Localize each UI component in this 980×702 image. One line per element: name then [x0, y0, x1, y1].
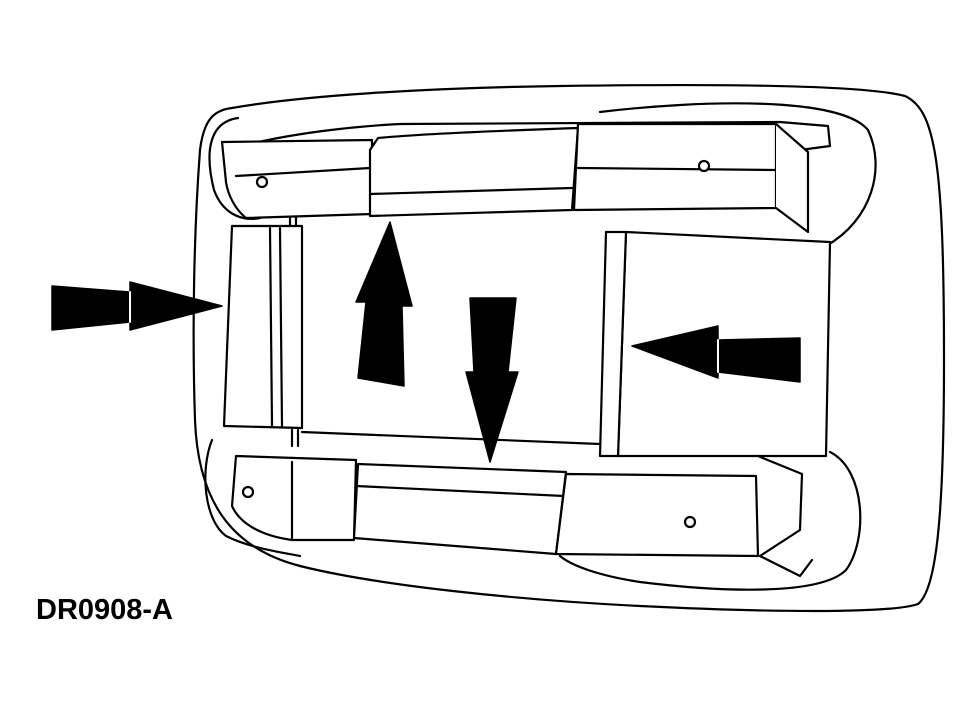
push-left-arrow-icon	[631, 325, 801, 383]
bottom-left-bracket	[230, 454, 358, 542]
mount-hole	[255, 175, 269, 189]
top-rail-bar	[248, 120, 832, 152]
move-up-arrow-icon	[355, 221, 413, 387]
top-center-sleeve	[368, 126, 580, 218]
mount-hole	[241, 485, 255, 499]
top-left-bracket	[220, 138, 374, 220]
figure-label: DR0908-A	[36, 594, 173, 626]
mount-hole	[697, 159, 711, 173]
move-down-arrow-icon	[465, 297, 519, 463]
seat-cushion-inner-contour	[208, 116, 262, 220]
seat-cushion-inner-contour	[598, 102, 877, 248]
left-track-plate	[222, 224, 304, 430]
top-right-bracket	[572, 122, 778, 212]
seat-cushion-inner-contour	[204, 438, 302, 558]
mount-hole	[683, 515, 697, 529]
bottom-center-sleeve	[352, 462, 568, 556]
push-right-arrow-icon	[51, 281, 223, 331]
seat-cushion-outline	[192, 83, 946, 613]
seat-cushion-inner-contour	[558, 450, 862, 591]
bottom-right-bracket	[554, 472, 760, 558]
